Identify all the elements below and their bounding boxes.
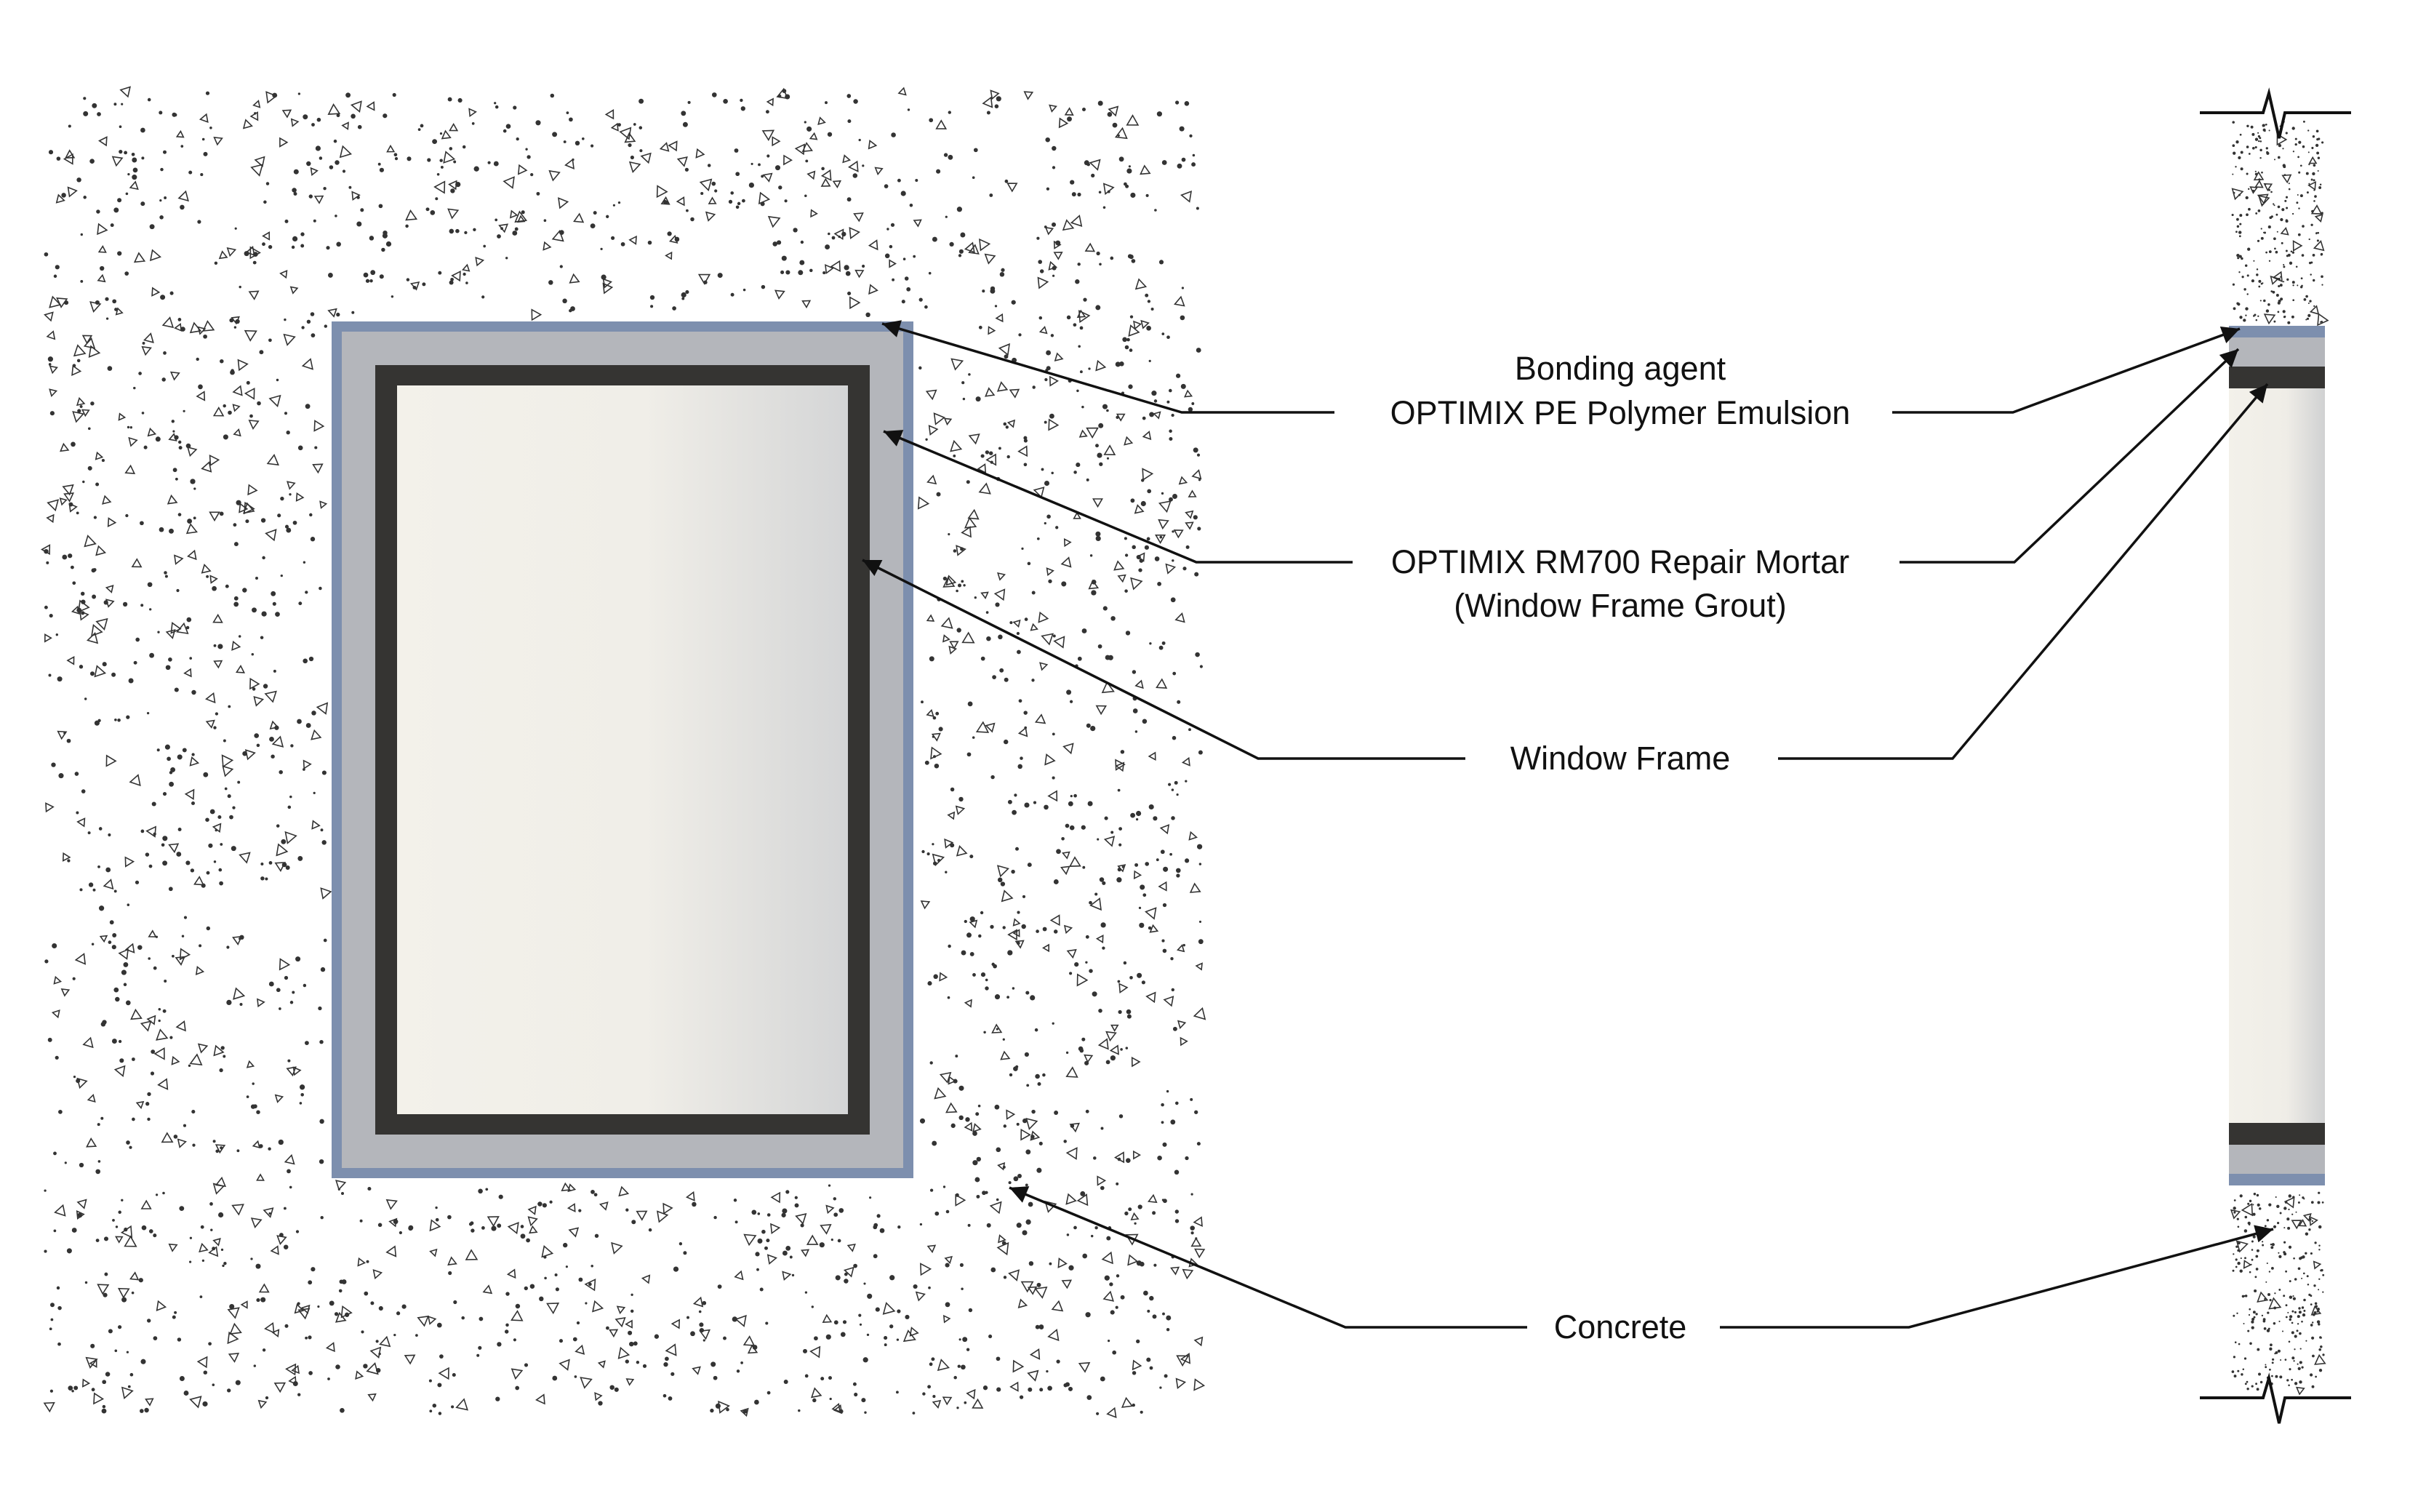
window-glass [397,385,848,1114]
callout-labels: Bonding agent OPTIMIX PE Polymer Emulsio… [1390,350,1851,1345]
section-repair-mortar-bottom [2229,1145,2325,1174]
leader-mortar-left [883,430,1353,564]
section-bonding-agent-bottom [2229,1174,2325,1185]
section-window-glass [2229,388,2325,1123]
section-view [2200,87,2351,1424]
break-line-bottom [2200,1372,2351,1424]
elevation-view [40,86,1206,1419]
leader-lines [862,320,2274,1329]
concrete-texture [40,86,1206,1419]
leader-window-frame-right [1778,383,2269,760]
leader-mortar-right [1899,348,2240,564]
window-frame-label: Window Frame [1510,740,1731,777]
repair-mortar-label-line2: (Window Frame Grout) [1454,587,1787,624]
section-window-frame-bottom [2229,1123,2325,1145]
repair-mortar-label-line1: OPTIMIX RM700 Repair Mortar [1391,543,1849,580]
section-repair-mortar-top [2229,337,2325,367]
leader-concrete-right [1720,1225,2274,1329]
section-window-frame-top [2229,367,2325,388]
bonding-agent-label-line2: OPTIMIX PE Polymer Emulsion [1390,394,1851,431]
concrete-label: Concrete [1554,1308,1687,1345]
section-bonding-agent-top [2229,326,2325,337]
leader-concrete-left [1009,1186,1527,1329]
break-line-top [2200,87,2351,139]
leader-window-frame-left [862,559,1465,760]
leader-bonding-right [1892,326,2241,414]
bonding-agent-label-line1: Bonding agent [1515,350,1726,387]
leader-bonding-left [881,320,1334,414]
